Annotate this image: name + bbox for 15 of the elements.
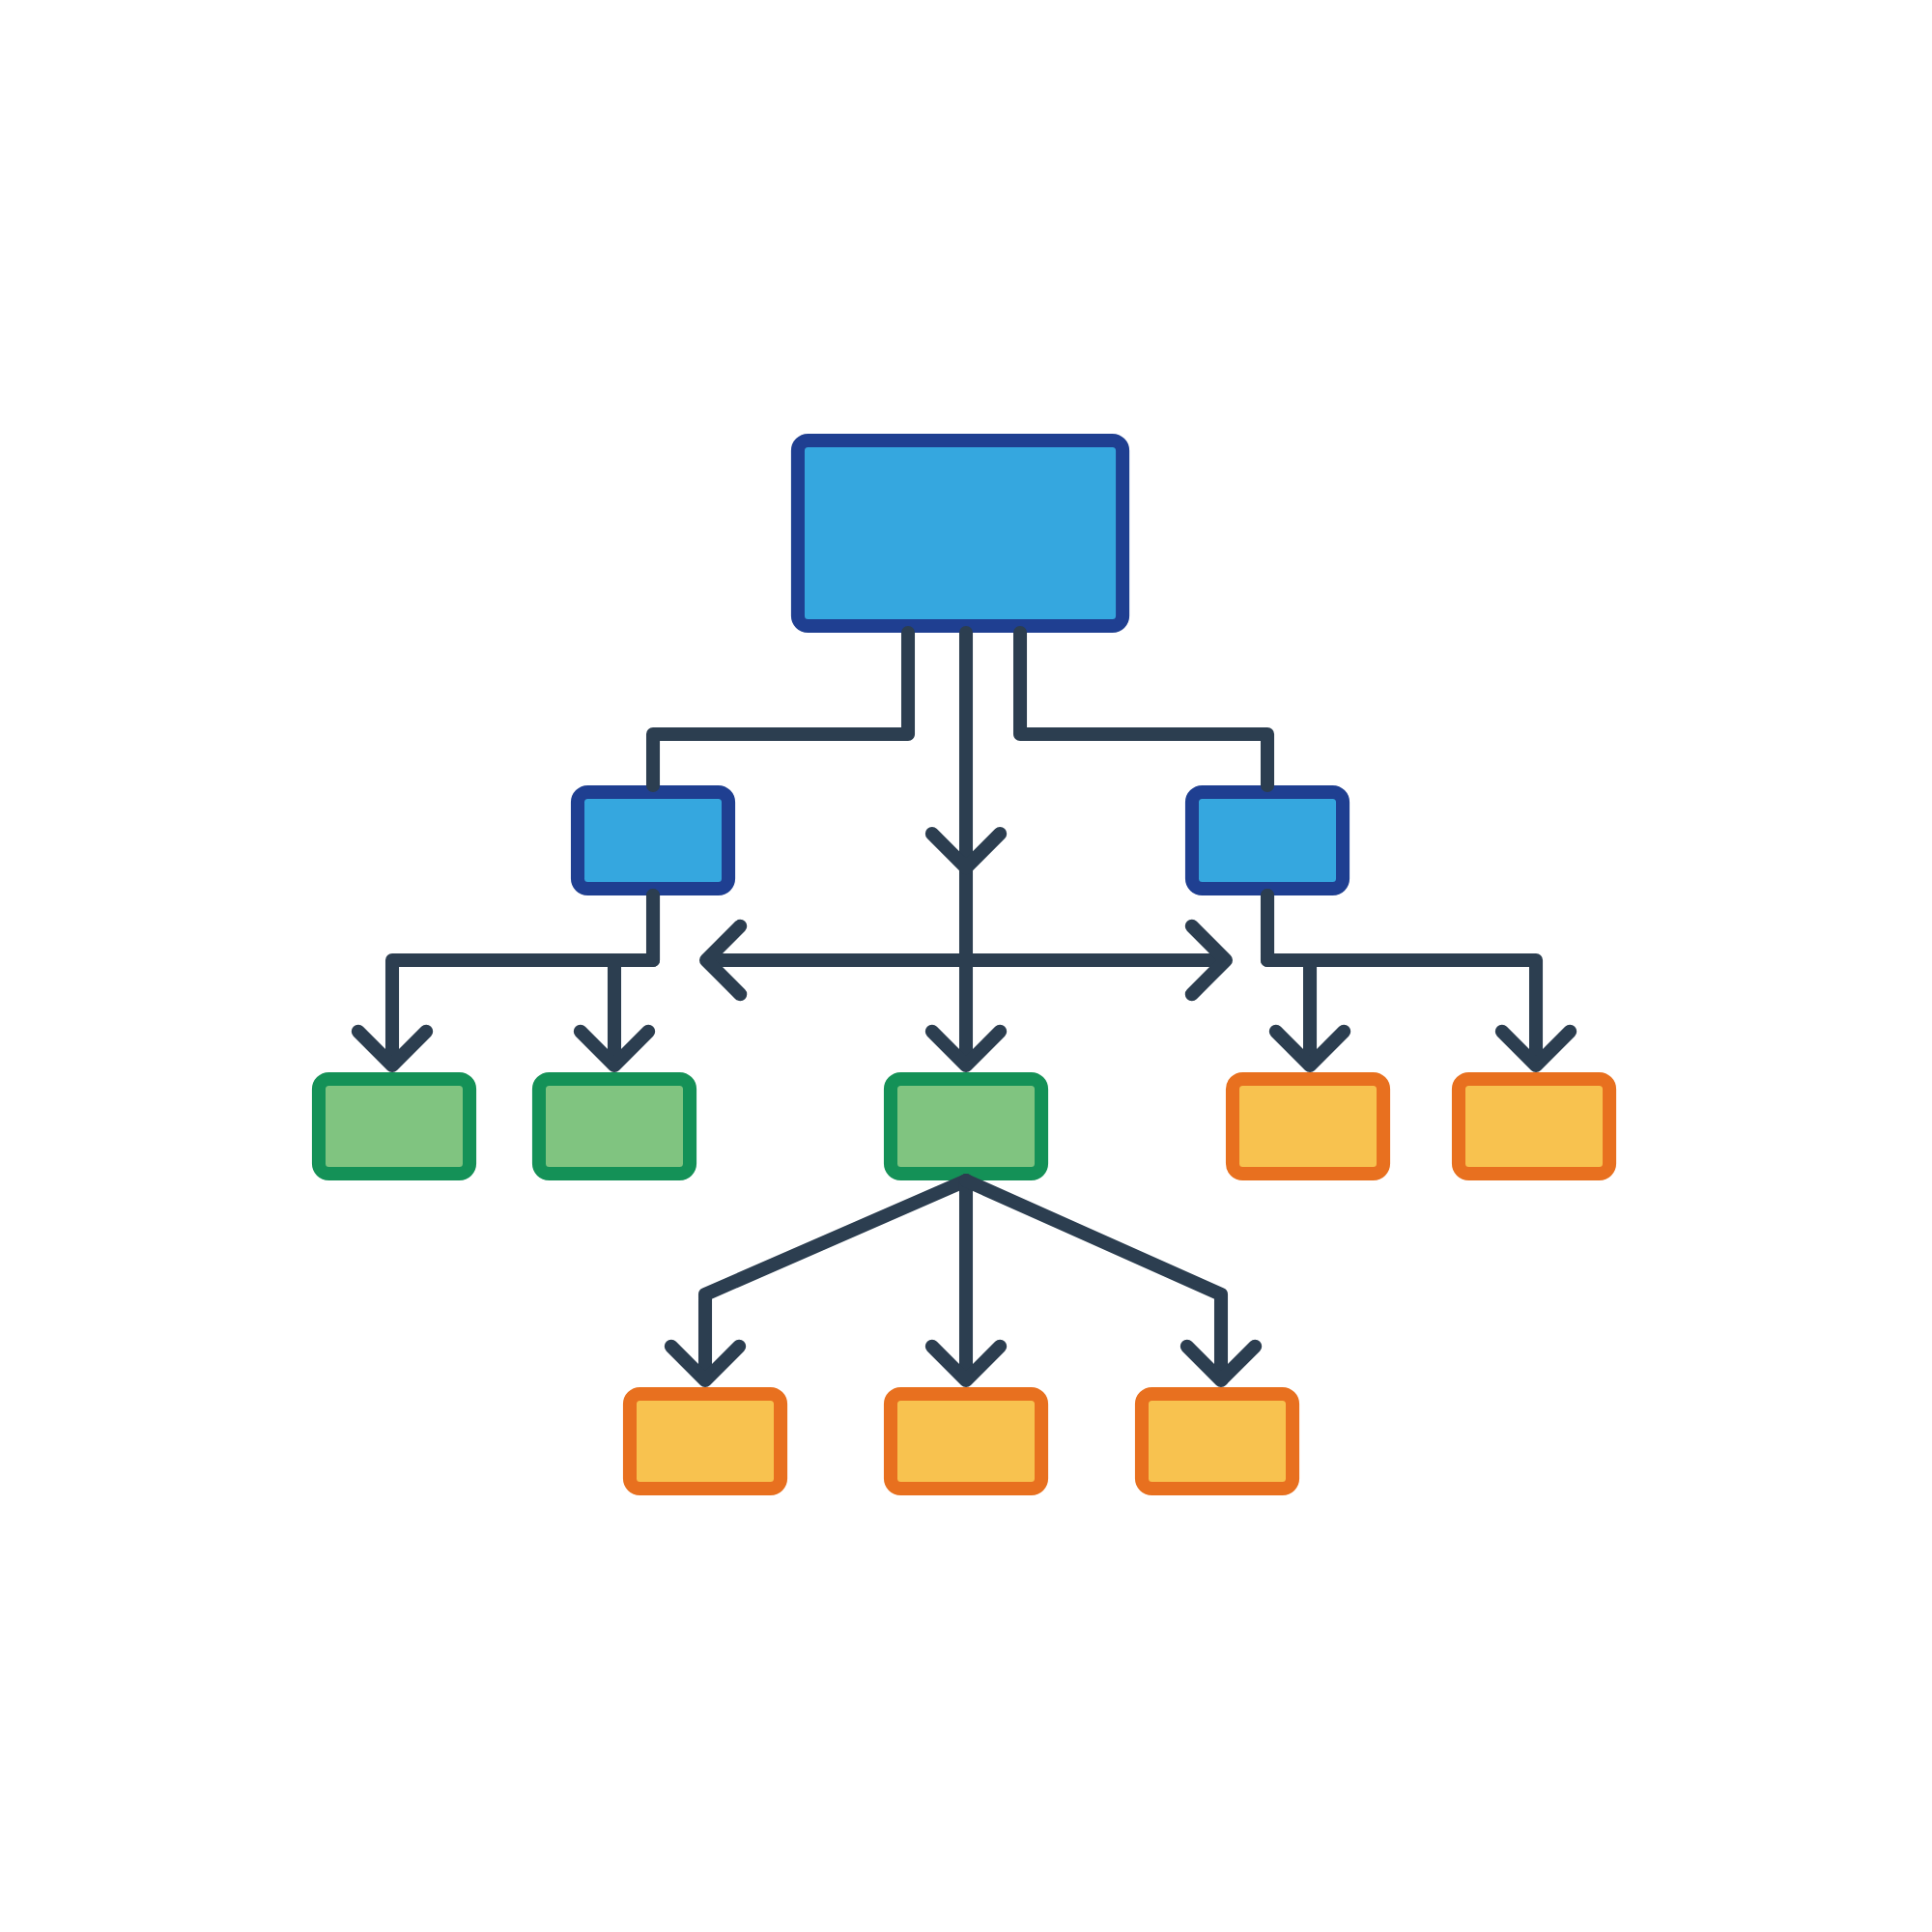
box — [531, 1071, 697, 1181]
box — [1225, 1071, 1391, 1181]
arrow — [924, 626, 1008, 1072]
box — [1451, 1071, 1617, 1181]
arrow — [573, 889, 661, 1072]
box — [311, 1071, 477, 1181]
box — [622, 1386, 788, 1496]
arrow — [1261, 889, 1577, 1072]
box — [883, 1071, 1049, 1181]
box — [883, 1386, 1049, 1496]
box — [1134, 1386, 1300, 1496]
box — [1184, 784, 1350, 896]
box — [570, 784, 736, 896]
arrow — [959, 1174, 1263, 1387]
box — [790, 433, 1130, 634]
